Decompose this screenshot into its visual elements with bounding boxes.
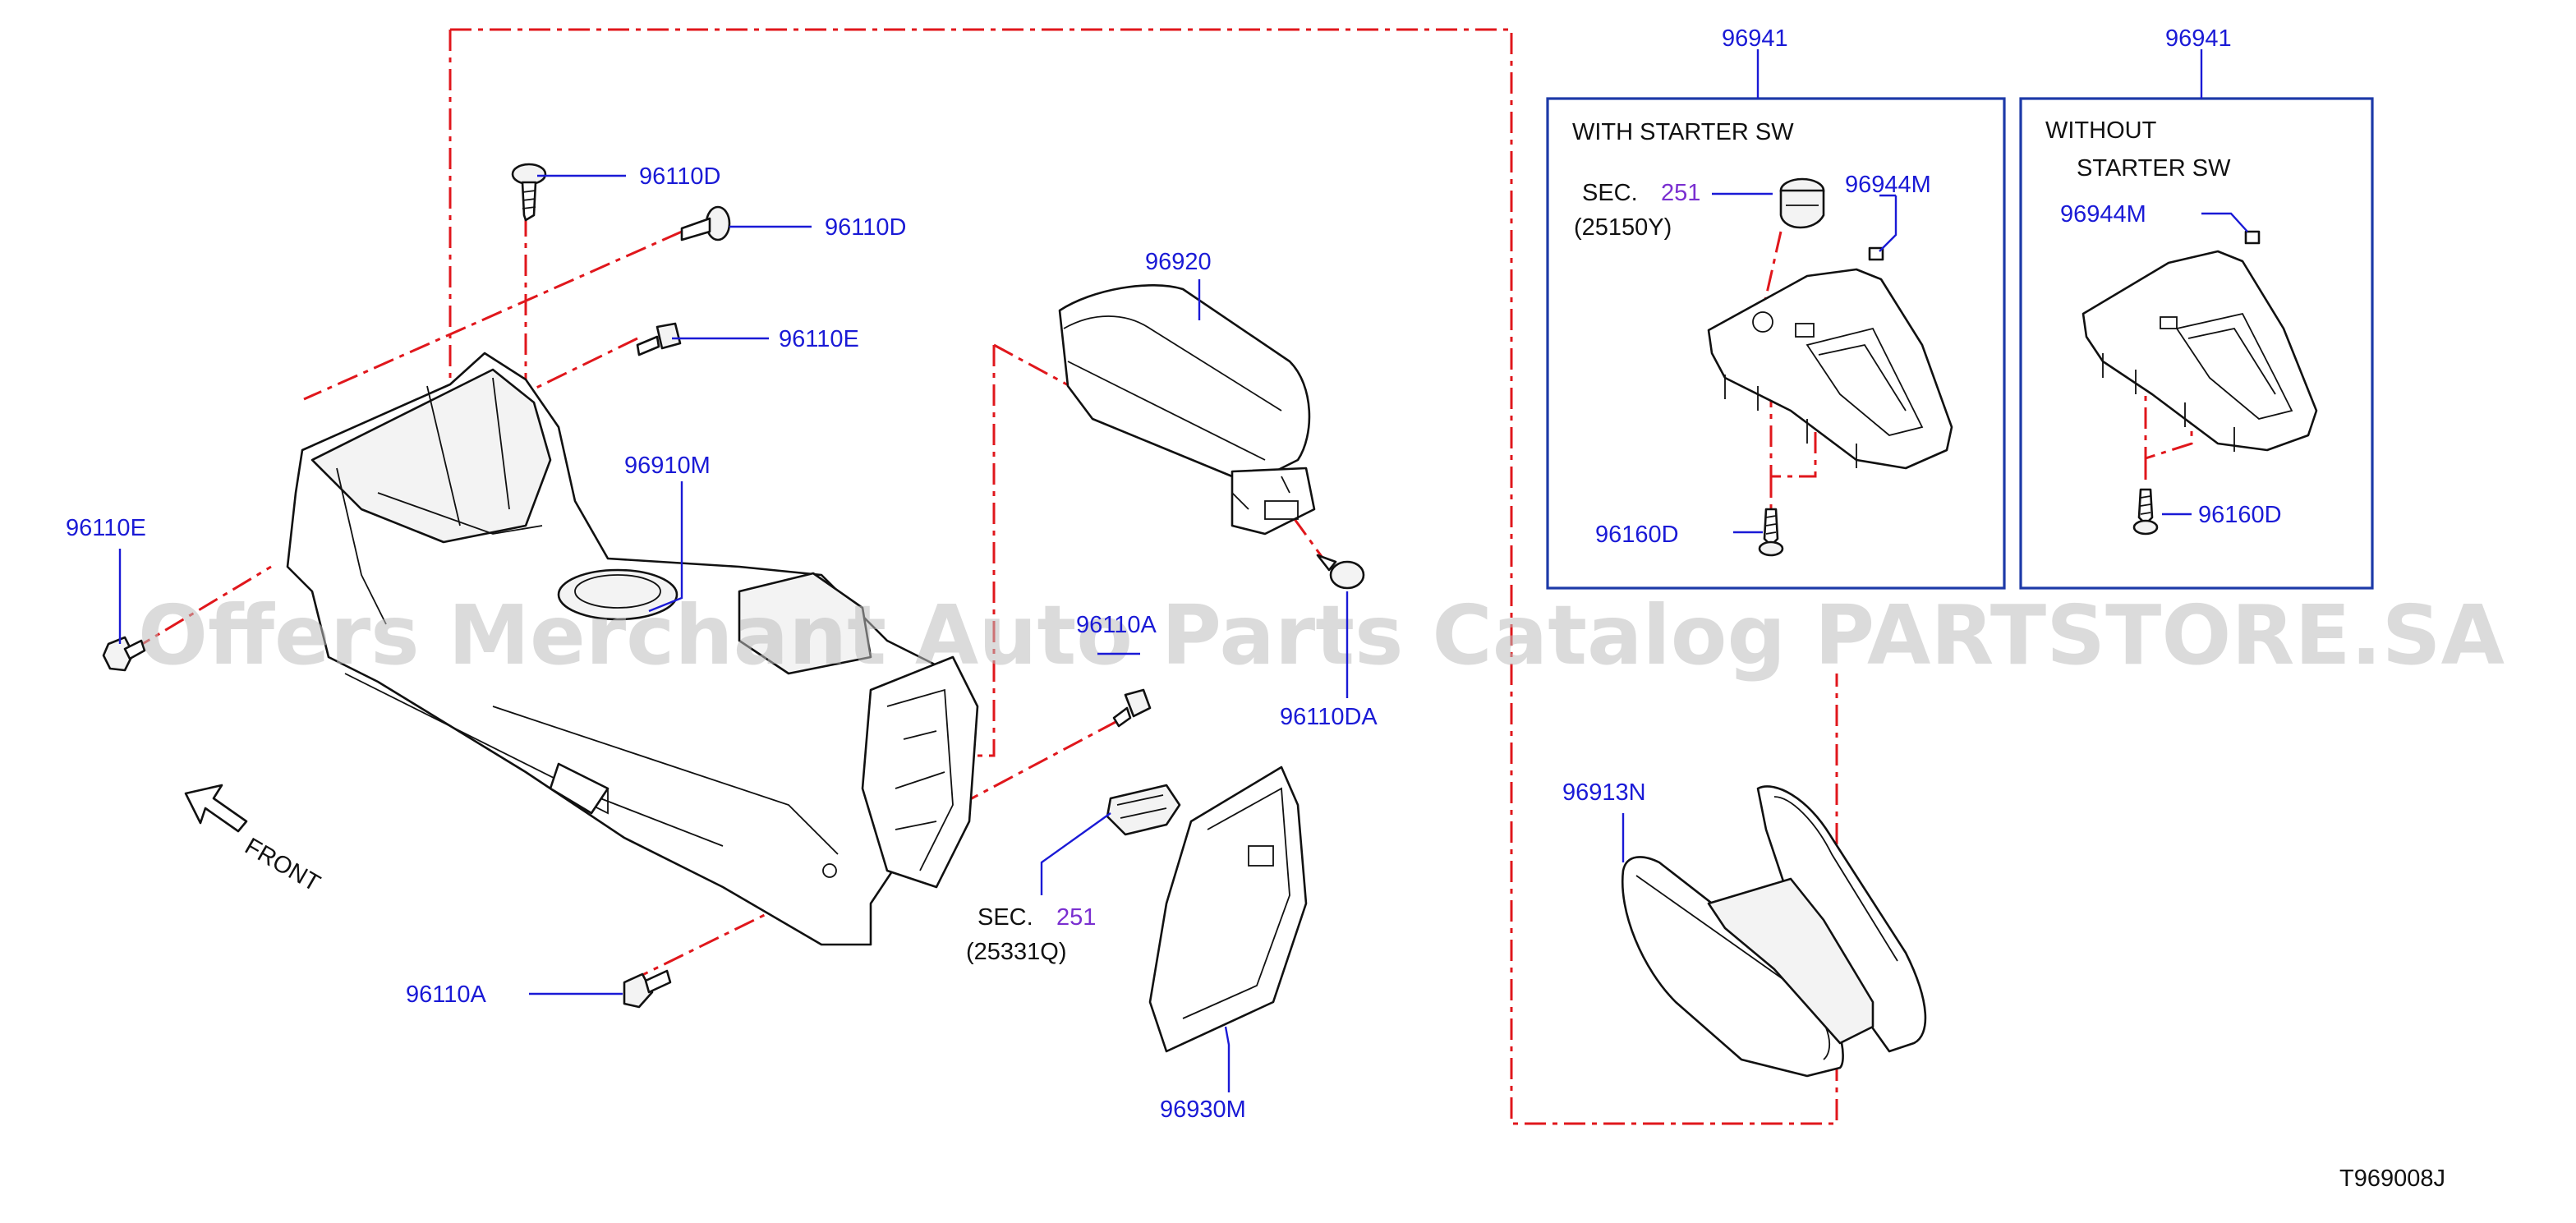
variant-box-without-starter: 96941 WITHOUT STARTER SW: [2019, 25, 2374, 590]
screw-96160D-with[interactable]: [1758, 508, 1784, 557]
callout-96913N[interactable]: 96913N: [1562, 779, 1646, 806]
box-without-title-line2: STARTER SW: [2077, 155, 2231, 182]
section-ref-part: (25331Q): [966, 939, 1067, 965]
box-without-title-line1: WITHOUT: [2045, 117, 2157, 144]
switch-25331Q[interactable]: [1106, 784, 1181, 836]
callout-96930M[interactable]: 96930M: [1160, 1097, 1246, 1123]
callout-96944M-without[interactable]: 96944M: [2060, 201, 2146, 228]
screw-96110D-mid[interactable]: [680, 205, 731, 241]
screw-96110D-top[interactable]: [511, 163, 547, 222]
callout-96944M-with[interactable]: 96944M: [1845, 172, 1931, 198]
diagram-id: T969008J: [2339, 1166, 2445, 1192]
clip-96944M-without[interactable]: [2244, 230, 2261, 245]
section-ref-25331Q[interactable]: SEC. 251 (25331Q): [966, 904, 1096, 965]
section-ref-part: (25150Y): [1574, 214, 1672, 241]
console-body-96910M[interactable]: [286, 352, 979, 946]
callout-labels: 96110D 96110D 96110E 96110E 96910M 96920…: [66, 163, 2282, 1123]
callout-96110D-top[interactable]: 96110D: [639, 163, 720, 190]
bolt-96110E-left[interactable]: [102, 636, 146, 672]
callout-96110A-small[interactable]: 96110A: [1076, 612, 1157, 638]
callout-96910M[interactable]: 96910M: [624, 453, 711, 479]
callout-96160D-without[interactable]: 96160D: [2198, 502, 2282, 528]
side-finisher-96930M[interactable]: [1148, 766, 1308, 1053]
callout-96110E-left[interactable]: 96110E: [66, 515, 146, 541]
variant-box-with-starter: 96941 WITH STARTER SW: [1546, 25, 2006, 590]
fasteners: [102, 163, 1365, 1009]
bolt-96110E-right[interactable]: [636, 322, 682, 356]
box-with-part-no[interactable]: 96941: [1722, 25, 1788, 52]
callout-96920[interactable]: 96920: [1145, 249, 1212, 275]
callout-96110D-mid[interactable]: 96110D: [825, 214, 906, 241]
section-ref-prefix: SEC.: [1582, 180, 1638, 206]
screw-96160D-without[interactable]: [2132, 488, 2159, 536]
section-ref-number[interactable]: 251: [1661, 180, 1700, 206]
callout-96110E-right[interactable]: 96110E: [779, 326, 859, 352]
bolt-96110A-small[interactable]: [1112, 688, 1152, 728]
armrest-lid-96920[interactable]: [1058, 284, 1316, 536]
front-label: FRONT: [241, 833, 325, 897]
section-ref-prefix: SEC.: [978, 904, 1033, 931]
shift-finisher-with-sw[interactable]: [1707, 268, 1953, 470]
callout-96160D-with[interactable]: 96160D: [1595, 522, 1679, 548]
front-arrow: FRONT: [184, 784, 325, 897]
callout-96110A-bottom[interactable]: 96110A: [406, 982, 486, 1008]
callout-96110DA[interactable]: 96110DA: [1280, 704, 1378, 730]
console-lid-96913N[interactable]: [1621, 785, 1927, 1078]
bolt-96110A-bottom[interactable]: [623, 969, 672, 1009]
callout-leaders: [118, 174, 1625, 1092]
clip-96110DA[interactable]: [1316, 554, 1365, 590]
section-ref-number[interactable]: 251: [1056, 904, 1096, 931]
box-with-title: WITH STARTER SW: [1572, 119, 1794, 145]
starter-switch-knob[interactable]: [1779, 177, 1825, 229]
box-without-part-no[interactable]: 96941: [2165, 25, 2232, 52]
shift-finisher-without-sw[interactable]: [2082, 250, 2318, 452]
watermark: Offers Merchant Auto Parts Catalog PARTS…: [138, 587, 2505, 683]
section-ref-25150Y[interactable]: SEC. 251 (25150Y): [1574, 180, 1773, 241]
